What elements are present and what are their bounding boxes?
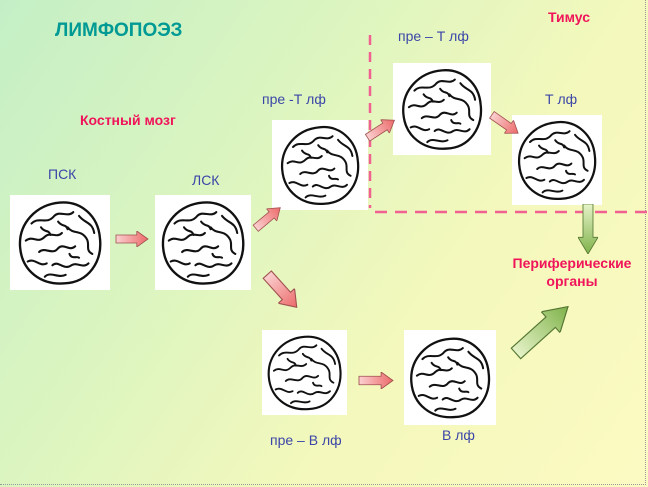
arrow-pre-b-to-b (358, 372, 394, 389)
b-cell-image (404, 330, 496, 425)
pre-b-label: пре – В лф (270, 432, 342, 448)
psk-label: ПСК (48, 166, 77, 182)
arrow-thymus-to-t (486, 107, 524, 141)
peripheral-line-2: органы (546, 273, 598, 289)
arrow-lsk-to-pre-b (258, 266, 306, 316)
arrow-psk-to-lsk (115, 231, 149, 247)
arrow-pre-t-to-thymus (362, 113, 400, 145)
psk-cell-image (10, 195, 110, 290)
lsk-cell-image (155, 195, 251, 290)
pre-t-marrow-cell-image (272, 120, 368, 210)
bone-marrow-label: Костный мозг (80, 112, 176, 128)
pre-b-cell-image (262, 330, 347, 415)
page-title: ЛИМФОПОЭЗ (55, 20, 183, 41)
t-cell-image (512, 115, 602, 205)
arrow-lsk-to-pre-t (250, 201, 286, 235)
arrow-b-to-periphery (506, 295, 578, 365)
b-cell-label: В лф (442, 427, 475, 443)
thymus-label: Тимус (548, 9, 591, 25)
pre-t-marrow-label: пре -Т лф (262, 91, 326, 107)
peripheral-organs-label: Периферические органы (502, 254, 642, 290)
peripheral-line-1: Периферические (512, 255, 632, 271)
t-cell-label: Т лф (545, 91, 578, 107)
pre-t-thymus-label: пре – Т лф (398, 28, 469, 44)
pre-t-thymus-cell-image (393, 63, 491, 155)
lsk-label: ЛСК (192, 172, 220, 188)
